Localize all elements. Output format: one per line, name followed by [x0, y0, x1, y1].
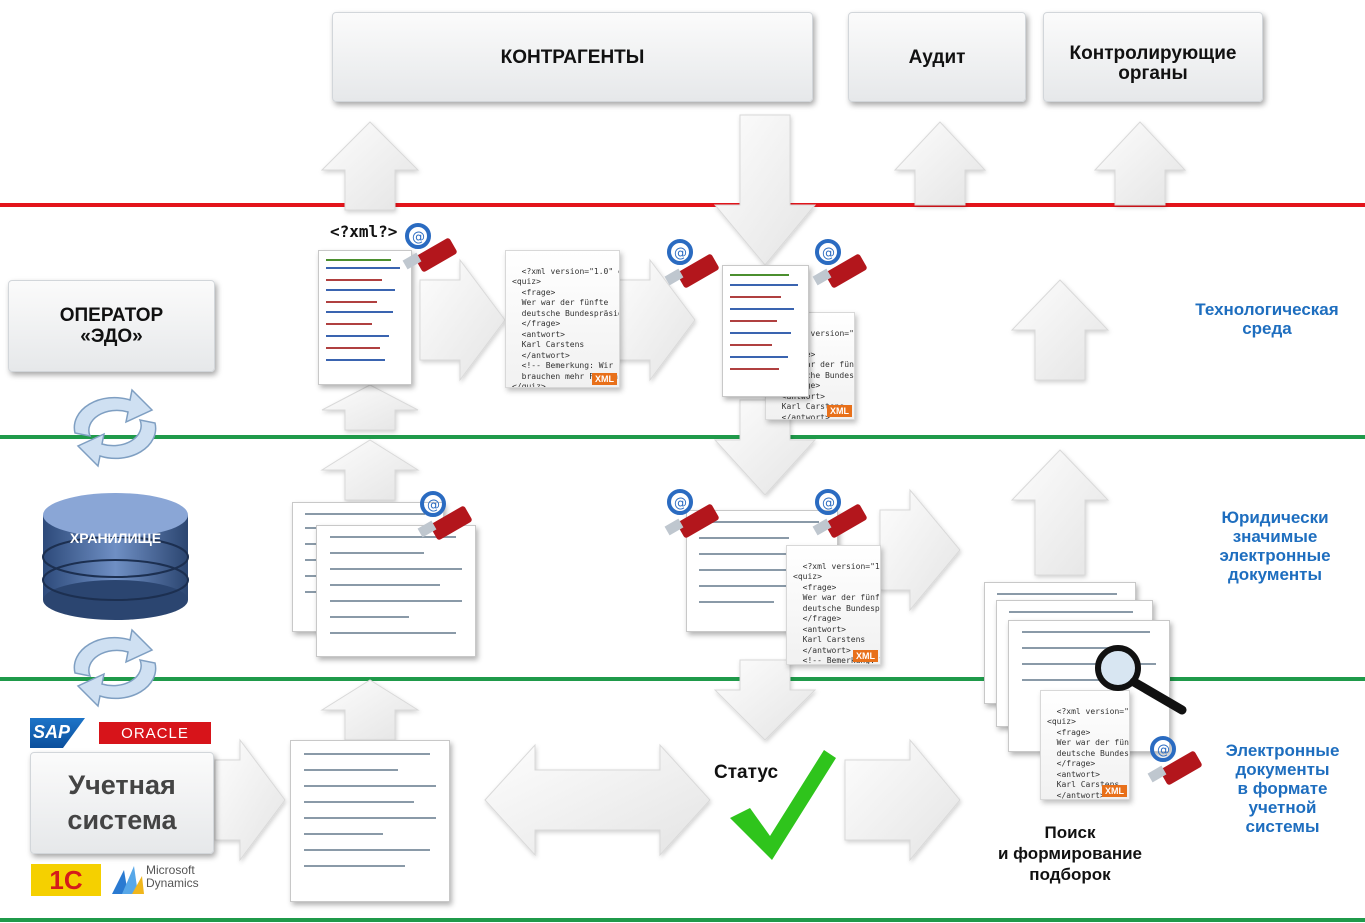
svg-text:@: @	[822, 246, 835, 261]
oracle-logo-text: ORACLE	[121, 724, 189, 742]
accounting-label-1: Учетная	[68, 770, 176, 800]
up-arrow-mid-2	[320, 439, 420, 501]
svg-text:@: @	[674, 496, 687, 511]
svg-text:@: @	[674, 246, 687, 261]
zone-edoc-2: документы	[1235, 760, 1330, 779]
signed-xml-document-1	[318, 250, 412, 385]
right-arrow-legal	[879, 488, 961, 612]
sync-icon-upper	[73, 388, 157, 468]
ms-dynamics-line1: Microsoft	[146, 863, 195, 877]
right-arrow-tech-2	[614, 258, 696, 382]
signature-key-icon-7: @	[1147, 736, 1202, 785]
invoice-document-legal-2	[316, 525, 476, 657]
storage-cylinder: ХРАНИЛИЩЕ	[38, 485, 193, 625]
zone-tech-1: Технологическая	[1195, 300, 1339, 319]
ms-dynamics-text: Microsoft Dynamics	[146, 864, 199, 890]
zone-legal-2: значимые	[1232, 527, 1318, 546]
zone-legal-3: электронные	[1219, 546, 1331, 565]
up-arrow-audit	[893, 121, 987, 206]
sync-icon-lower	[73, 628, 157, 708]
zone-edoc-4: учетной	[1248, 798, 1317, 817]
tech-zone-top-line	[0, 203, 1365, 207]
zone-label-legal: Юридически значимые электронные документ…	[1190, 508, 1360, 584]
signature-key-icon-3: @	[812, 239, 867, 288]
invoice-document-accounting	[290, 740, 450, 902]
signature-key-icon-6: @	[812, 489, 867, 538]
xml-document-3-code: <?xml version="1.0" e <quiz> <frage> Wer…	[793, 561, 881, 665]
onec-logo: 1С	[31, 864, 101, 896]
signature-key-icon-5: @	[664, 489, 719, 538]
operator-label-1: ОПЕРАТОР	[59, 305, 164, 326]
down-arrow-contractors	[713, 114, 817, 266]
controllers-label-2: органы	[1118, 63, 1188, 84]
xml-badge-2: XML	[827, 404, 852, 417]
controllers-label-1: Контролирующие	[1069, 43, 1237, 64]
oracle-logo: ORACLE	[99, 722, 211, 744]
xml-document-4: <?xml version="1.0" e <quiz> <frage> Wer…	[1040, 690, 1130, 800]
xml-document-1: <?xml version="1.0" e <quiz> <frage> Wer…	[505, 250, 620, 388]
ms-dynamics-line2: Dynamics	[146, 876, 199, 890]
ms-dynamics-logo: Microsoft Dynamics	[110, 862, 215, 898]
xml-document-3: <?xml version="1.0" e <quiz> <frage> Wer…	[786, 545, 881, 665]
audit-label: Аудит	[908, 47, 966, 68]
search-caption-2: и формирование	[997, 844, 1143, 863]
svg-text:@: @	[412, 230, 425, 245]
zone-edoc-1: Электронные	[1225, 741, 1340, 760]
up-arrow-low	[320, 679, 420, 741]
xml-badge-4: XML	[1102, 784, 1127, 797]
zone-legal-4: документы	[1227, 565, 1323, 584]
contractors-label: КОНТРАГЕНТЫ	[500, 47, 645, 68]
controllers-box[interactable]: Контролирующие органы	[1043, 12, 1263, 102]
up-arrow-mid-1	[321, 384, 419, 431]
xml-badge-3: XML	[853, 649, 878, 662]
zone-tech-2: среда	[1242, 319, 1292, 338]
svg-text:@: @	[1157, 743, 1170, 758]
zone-edoc-3: в формате	[1237, 779, 1328, 798]
ms-dynamics-icon	[112, 866, 144, 894]
storage-label: ХРАНИЛИЩЕ	[69, 530, 162, 546]
zone-edoc-5: системы	[1245, 817, 1320, 836]
status-label: Статус	[714, 762, 779, 783]
operator-label-2: «ЭДО»	[80, 326, 143, 347]
signature-key-icon-4: @	[417, 491, 472, 540]
audit-box[interactable]: Аудит	[848, 12, 1026, 102]
up-arrow-tech-right	[1010, 279, 1110, 381]
search-caption-1: Поиск	[1044, 823, 1096, 842]
svg-text:@: @	[822, 496, 835, 511]
database-icon	[42, 493, 189, 620]
zone-label-tech: Технологическая среда	[1172, 300, 1362, 338]
contractors-box[interactable]: КОНТРАГЕНТЫ	[332, 12, 813, 102]
checkmark-icon	[730, 750, 836, 860]
magnifier-icon	[1095, 645, 1187, 715]
onec-logo-text: 1С	[49, 864, 83, 895]
accounting-label-2: система	[67, 805, 177, 835]
tech-zone-bottom-line	[0, 435, 1365, 439]
signature-key-icon-1: @	[402, 223, 457, 272]
xml-header-label: <?xml?>	[330, 222, 398, 241]
svg-text:@: @	[427, 498, 440, 513]
search-caption-3: подборок	[1029, 865, 1111, 884]
right-arrow-tech-1	[419, 258, 506, 382]
xml-document-4-code: <?xml version="1.0" e <quiz> <frage> Wer…	[1047, 706, 1129, 800]
zone-label-edoc: Электронные документы в формате учетной …	[1200, 741, 1365, 836]
up-arrow-contractors	[320, 121, 420, 211]
xml-document-1-code: <?xml version="1.0" e <quiz> <frage> Wer…	[512, 266, 619, 388]
xml-badge-1: XML	[592, 372, 617, 385]
down-arrow-status	[713, 659, 817, 741]
up-arrow-controllers	[1093, 121, 1187, 206]
accounting-system-box[interactable]: Учетная система	[30, 752, 214, 854]
right-arrow-accounting	[214, 738, 286, 862]
signature-key-icon-2: @	[664, 239, 719, 288]
accounting-zone-bottom-line	[0, 918, 1365, 922]
double-arrow-status	[484, 743, 711, 857]
legal-zone-bottom-line	[0, 677, 1365, 681]
sap-logo-text: SAP	[33, 722, 71, 742]
operator-box[interactable]: ОПЕРАТОР «ЭДО»	[8, 280, 215, 372]
signed-xml-document-2	[722, 265, 809, 397]
search-caption: Поиск и формирование подборок	[965, 822, 1175, 885]
zone-legal-1: Юридически	[1221, 508, 1329, 527]
up-arrow-legal-right	[1010, 449, 1110, 576]
right-arrow-search	[844, 738, 961, 862]
